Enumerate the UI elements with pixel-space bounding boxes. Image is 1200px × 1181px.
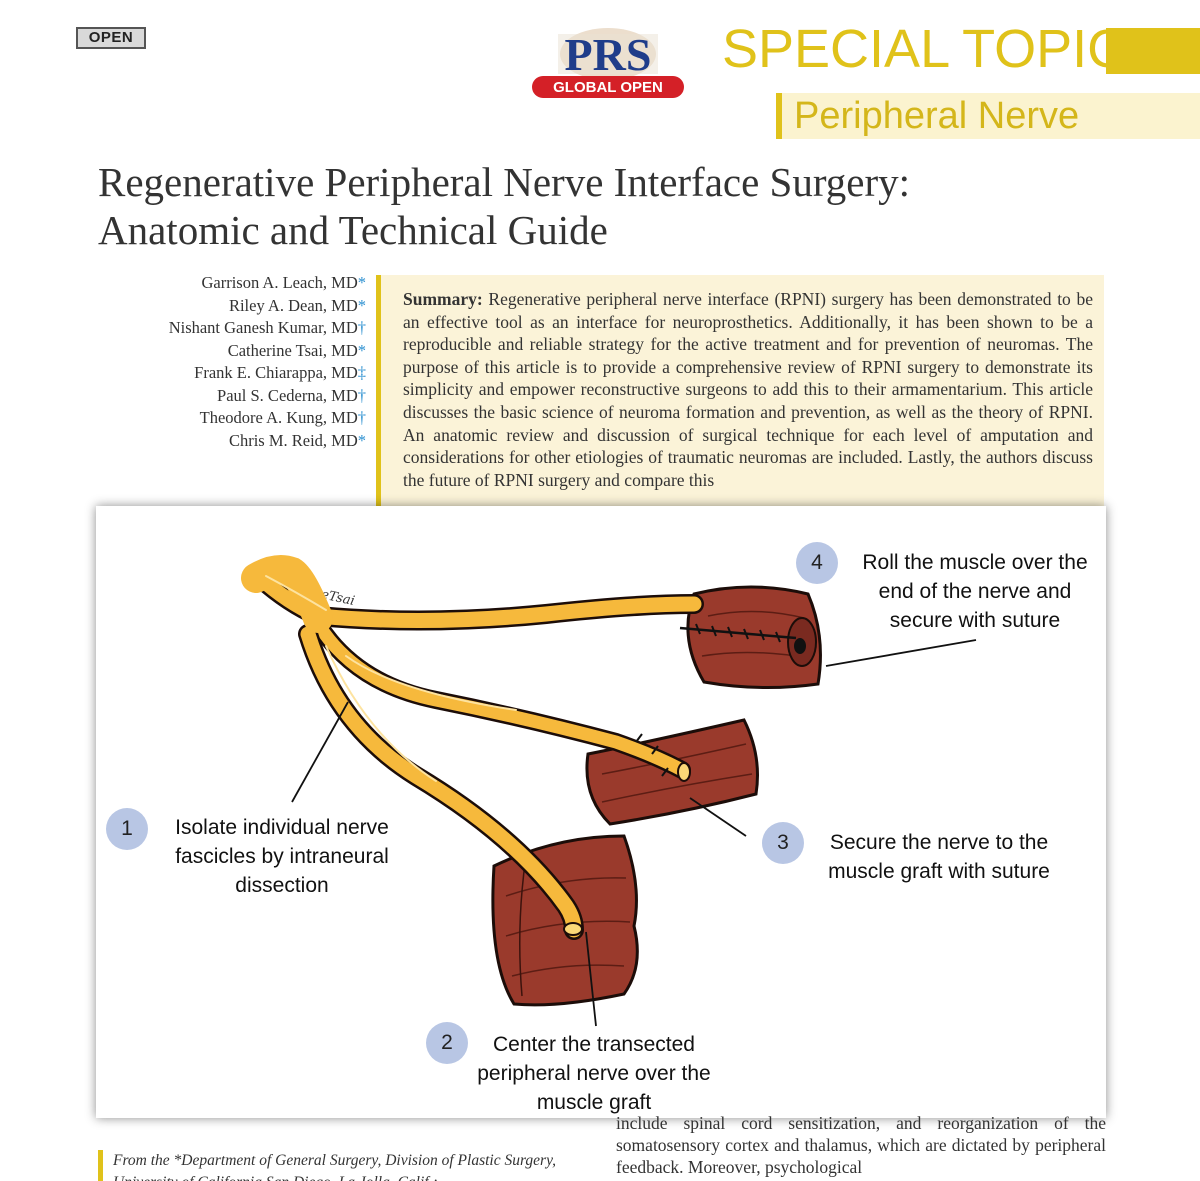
author-affiliation-mark[interactable]: * — [357, 295, 366, 315]
subsection-label: Peripheral Nerve — [794, 95, 1080, 137]
step-4-number: 4 — [796, 542, 838, 584]
logo-main-text: PRS — [565, 29, 652, 80]
author-name: Paul S. Cederna, MD — [217, 385, 358, 405]
summary-text: Summary: Regenerative peripheral nerve i… — [403, 288, 1093, 491]
author-line: Paul S. Cederna, MD† — [80, 385, 366, 408]
summary-body: Regenerative peripheral nerve interface … — [403, 289, 1094, 490]
step-3-number: 3 — [762, 822, 804, 864]
nerve-end-3 — [677, 762, 691, 782]
author-affiliation-mark[interactable]: † — [357, 385, 366, 405]
author-name: Theodore A. Kung, MD — [199, 408, 358, 427]
body-text-column: include spinal cord sensitization, and r… — [616, 1112, 1106, 1181]
summary-box: Summary: Regenerative peripheral nerve i… — [376, 275, 1104, 508]
open-access-badge: OPEN — [76, 27, 146, 49]
author-name: Garrison A. Leach, MD — [201, 273, 358, 292]
body-paragraph: include spinal cord sensitization, and r… — [616, 1113, 1106, 1177]
nerve-end-2 — [563, 922, 583, 936]
title-line-2: Anatomic and Technical Guide — [98, 207, 608, 253]
author-line: Theodore A. Kung, MD† — [80, 407, 366, 430]
author-affiliation-mark[interactable]: * — [357, 430, 366, 450]
subsection-banner: Peripheral Nerve — [776, 93, 1200, 139]
rpni-illustration: CatherineTsai — [241, 555, 977, 1027]
author-affiliation-mark[interactable]: † — [357, 408, 366, 427]
author-name: Frank E. Chiarappa, MD — [194, 363, 358, 382]
step-2-text: Center the transected peripheral nerve o… — [477, 1033, 711, 1114]
rpni-figure: CatherineTsai — [96, 506, 1106, 1118]
author-affiliation-mark[interactable]: * — [357, 273, 366, 292]
muscle-graft-4 — [679, 585, 822, 690]
leader-lines — [291, 639, 977, 1027]
step-1-number: 1 — [106, 808, 148, 850]
author-name: Nishant Ganesh Kumar, MD — [168, 318, 358, 337]
section-accent-bar — [1106, 28, 1200, 74]
step-4-text: Roll the muscle over the end of the nerv… — [862, 551, 1088, 632]
step-1-text: Isolate individual nerve fascicles by in… — [175, 816, 389, 897]
author-name: Chris M. Reid, MD — [228, 430, 358, 450]
author-line: Riley A. Dean, MD* — [80, 295, 366, 318]
author-affiliation-mark[interactable]: ‡ — [357, 363, 366, 382]
article-title: Regenerative Peripheral Nerve Interface … — [98, 158, 1158, 254]
affiliation-footnote: From the *Department of General Surgery,… — [98, 1150, 592, 1181]
author-line: Catherine Tsai, MD* — [80, 340, 366, 363]
title-line-1: Regenerative Peripheral Nerve Interface … — [98, 159, 911, 205]
summary-label: Summary: — [403, 289, 483, 309]
step-2-number: 2 — [426, 1022, 468, 1064]
step-3-text: Secure the nerve to the muscle graft wit… — [828, 831, 1050, 883]
section-label: SPECIAL TOPIC — [722, 19, 1127, 79]
author-name: Catherine Tsai, MD — [227, 340, 358, 360]
author-name: Riley A. Dean, MD — [228, 295, 358, 315]
author-line: Chris M. Reid, MD* — [80, 430, 366, 453]
author-line: Nishant Ganesh Kumar, MD† — [80, 317, 366, 340]
prs-global-open-logo: PRS GLOBAL OPEN — [532, 28, 684, 98]
nerve-bundle — [241, 555, 704, 940]
sutures-3 — [635, 733, 669, 777]
author-line: Garrison A. Leach, MD* — [80, 272, 366, 295]
logo-sub-text: GLOBAL OPEN — [553, 79, 663, 96]
author-list: Garrison A. Leach, MD*Riley A. Dean, MD*… — [80, 272, 366, 452]
author-affiliation-mark[interactable]: * — [357, 340, 366, 360]
author-affiliation-mark[interactable]: † — [357, 318, 366, 337]
author-line: Frank E. Chiarappa, MD‡ — [80, 362, 366, 385]
